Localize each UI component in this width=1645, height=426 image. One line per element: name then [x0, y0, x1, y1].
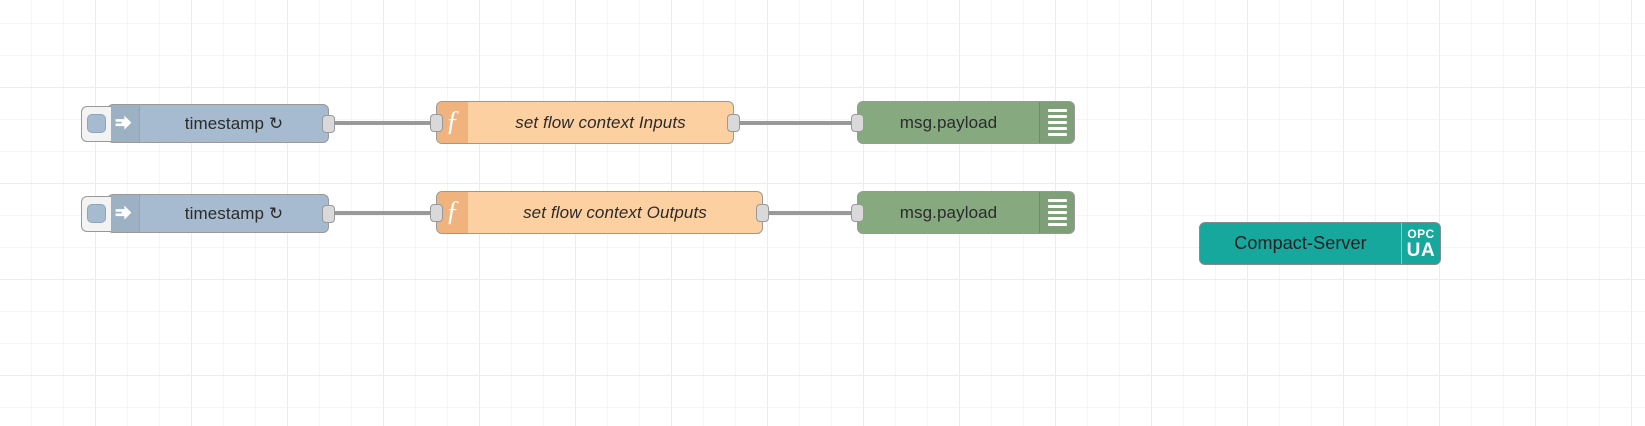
node-debug-msg-payload-outputs[interactable]: msg.payload — [851, 191, 1090, 234]
wire-function-to-debug-inputs[interactable] — [729, 121, 857, 125]
port-input-function-inputs[interactable] — [430, 113, 443, 132]
port-output-inject-outputs[interactable] — [322, 204, 335, 223]
node-label-debug-outputs: msg.payload — [899, 202, 998, 222]
node-label-function-inputs: set flow context Inputs — [515, 112, 686, 132]
inject-trigger-button-face — [87, 114, 106, 133]
node-function-set-flow-context-inputs[interactable]: ƒ set flow context Inputs — [430, 101, 740, 144]
debug-bars-icon — [1039, 102, 1074, 143]
node-label-inject-inputs: timestamp ↻ — [184, 113, 284, 133]
port-input-debug-inputs[interactable] — [851, 113, 864, 132]
port-output-inject-inputs[interactable] — [322, 114, 335, 133]
opcua-badge-bottom: UA — [1406, 239, 1436, 261]
node-label-debug-inputs: msg.payload — [899, 112, 998, 132]
inject-trigger-button-face — [87, 204, 106, 223]
node-label-inject-outputs: timestamp ↻ — [184, 203, 284, 223]
node-inject-timestamp-inputs[interactable]: timestamp ↻ — [81, 104, 335, 143]
inject-trigger-button[interactable] — [81, 105, 111, 142]
port-input-function-outputs[interactable] — [430, 203, 443, 222]
wire-function-to-debug-outputs[interactable] — [758, 211, 858, 215]
opcua-logo-icon: OPC UA — [1401, 223, 1440, 264]
node-label-opcua-server: Compact-Server — [1234, 233, 1367, 253]
port-output-function-inputs[interactable] — [727, 113, 740, 132]
node-inject-timestamp-outputs[interactable]: timestamp ↻ — [81, 194, 335, 233]
wire-inject-to-function-inputs[interactable] — [327, 121, 439, 125]
node-function-set-flow-context-outputs[interactable]: ƒ set flow context Outputs — [430, 191, 769, 234]
wire-inject-to-function-outputs[interactable] — [327, 211, 439, 215]
node-debug-msg-payload-inputs[interactable]: msg.payload — [851, 101, 1090, 144]
inject-arrow-icon — [108, 195, 140, 232]
opcua-badge-top: OPC — [1407, 226, 1435, 241]
inject-arrow-icon — [108, 105, 140, 142]
debug-bars-icon — [1039, 192, 1074, 233]
port-output-function-outputs[interactable] — [756, 203, 769, 222]
node-opcua-compact-server[interactable]: Compact-Server OPC UA — [1199, 222, 1441, 265]
port-input-debug-outputs[interactable] — [851, 203, 864, 222]
inject-trigger-button[interactable] — [81, 195, 111, 232]
node-label-function-outputs: set flow context Outputs — [523, 202, 707, 222]
